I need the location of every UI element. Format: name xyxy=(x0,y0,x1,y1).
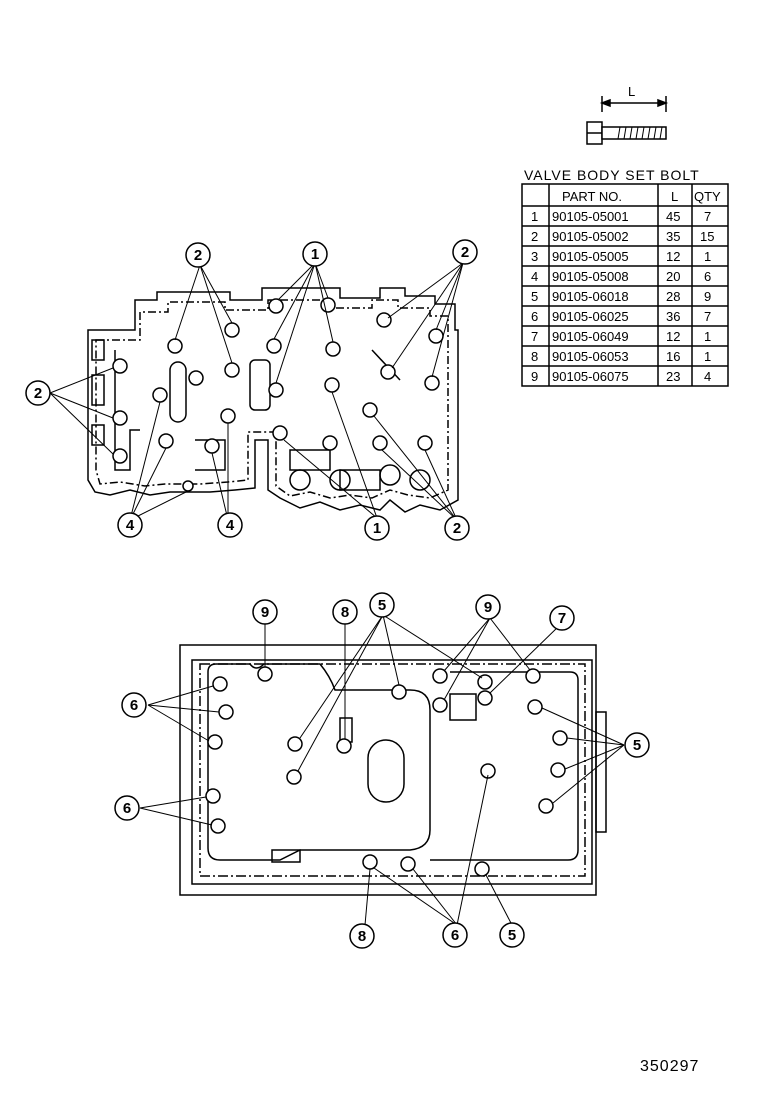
svg-text:3: 3 xyxy=(531,249,538,264)
callout-9: 9 xyxy=(484,599,492,616)
svg-text:9: 9 xyxy=(704,289,711,304)
svg-text:28: 28 xyxy=(666,289,680,304)
svg-text:1: 1 xyxy=(704,329,711,344)
table-row: 3 90105-05005 12 1 xyxy=(531,249,711,264)
table-title: VALVE BODY SET BOLT xyxy=(524,167,700,183)
lower-leader-lines xyxy=(139,614,625,926)
svg-text:36: 36 xyxy=(666,309,680,324)
svg-text:1: 1 xyxy=(704,249,711,264)
svg-text:16: 16 xyxy=(666,349,680,364)
svg-text:90105-06018: 90105-06018 xyxy=(552,289,629,304)
parts-table-headers: PART NO. L QTY xyxy=(562,189,721,204)
table-row: 1 90105-05001 45 7 xyxy=(531,209,711,224)
callout-5: 5 xyxy=(633,737,641,754)
svg-text:23: 23 xyxy=(666,369,680,384)
lower-valve-body xyxy=(179,644,607,896)
callout-9: 9 xyxy=(261,604,269,621)
svg-text:45: 45 xyxy=(666,209,680,224)
svg-text:90105-05002: 90105-05002 xyxy=(552,229,629,244)
upper-bolt-holes xyxy=(112,297,444,492)
callout-4: 4 xyxy=(126,517,135,534)
callout-6: 6 xyxy=(130,697,138,714)
table-row: 2 90105-05002 35 15 xyxy=(531,229,714,244)
callout-2: 2 xyxy=(453,520,461,537)
table-row: 7 90105-06049 12 1 xyxy=(531,329,711,344)
table-row: 8 90105-06053 16 1 xyxy=(531,349,711,364)
svg-text:7: 7 xyxy=(531,329,538,344)
svg-text:35: 35 xyxy=(666,229,680,244)
svg-text:5: 5 xyxy=(531,289,538,304)
table-row: 6 90105-06025 36 7 xyxy=(531,309,711,324)
callout-6: 6 xyxy=(123,800,131,817)
svg-text:90105-05001: 90105-05001 xyxy=(552,209,629,224)
callout-1: 1 xyxy=(311,246,319,263)
svg-text:90105-06053: 90105-06053 xyxy=(552,349,629,364)
svg-text:15: 15 xyxy=(700,229,714,244)
svg-text:90105-06049: 90105-06049 xyxy=(552,329,629,344)
lower-bolt-holes xyxy=(205,666,568,877)
table-row: 4 90105-05008 20 6 xyxy=(531,269,711,284)
svg-text:6: 6 xyxy=(531,309,538,324)
callout-8: 8 xyxy=(341,604,349,621)
header-part-no: PART NO. xyxy=(562,189,622,204)
figure-number: 350297 xyxy=(640,1058,700,1075)
callout-2: 2 xyxy=(461,244,469,261)
svg-text:90105-05008: 90105-05008 xyxy=(552,269,629,284)
svg-text:7: 7 xyxy=(704,309,711,324)
svg-text:2: 2 xyxy=(531,229,538,244)
callout-4: 4 xyxy=(226,517,235,534)
upper-valve-body xyxy=(87,287,459,513)
table-row: 9 90105-06075 23 4 xyxy=(531,369,711,384)
upper-leader-lines xyxy=(49,262,464,521)
svg-text:4: 4 xyxy=(531,269,538,284)
table-row: 5 90105-06018 28 9 xyxy=(531,289,711,304)
svg-text:8: 8 xyxy=(531,349,538,364)
parts-table-grid xyxy=(521,183,729,387)
callout-6: 6 xyxy=(451,927,459,944)
callout-2: 2 xyxy=(194,247,202,264)
svg-text:12: 12 xyxy=(666,329,680,344)
header-qty: QTY xyxy=(694,189,721,204)
svg-text:7: 7 xyxy=(704,209,711,224)
svg-text:90105-06075: 90105-06075 xyxy=(552,369,629,384)
lower-callouts xyxy=(114,592,650,949)
callout-7: 7 xyxy=(558,610,566,627)
svg-text:20: 20 xyxy=(666,269,680,284)
svg-text:9: 9 xyxy=(531,369,538,384)
callout-5: 5 xyxy=(508,927,516,944)
svg-text:90105-06025: 90105-06025 xyxy=(552,309,629,324)
callout-2: 2 xyxy=(34,385,42,402)
svg-text:12: 12 xyxy=(666,249,680,264)
svg-text:4: 4 xyxy=(704,369,711,384)
bolt-dimension-icon xyxy=(586,96,669,145)
svg-text:1: 1 xyxy=(704,349,711,364)
callout-5: 5 xyxy=(378,597,386,614)
header-length: L xyxy=(671,189,678,204)
svg-text:6: 6 xyxy=(704,269,711,284)
upper-callouts xyxy=(25,239,478,541)
svg-text:90105-05005: 90105-05005 xyxy=(552,249,629,264)
callout-8: 8 xyxy=(358,928,366,945)
svg-text:1: 1 xyxy=(531,209,538,224)
dimension-label-l: L xyxy=(628,84,635,99)
callout-1: 1 xyxy=(373,520,381,537)
